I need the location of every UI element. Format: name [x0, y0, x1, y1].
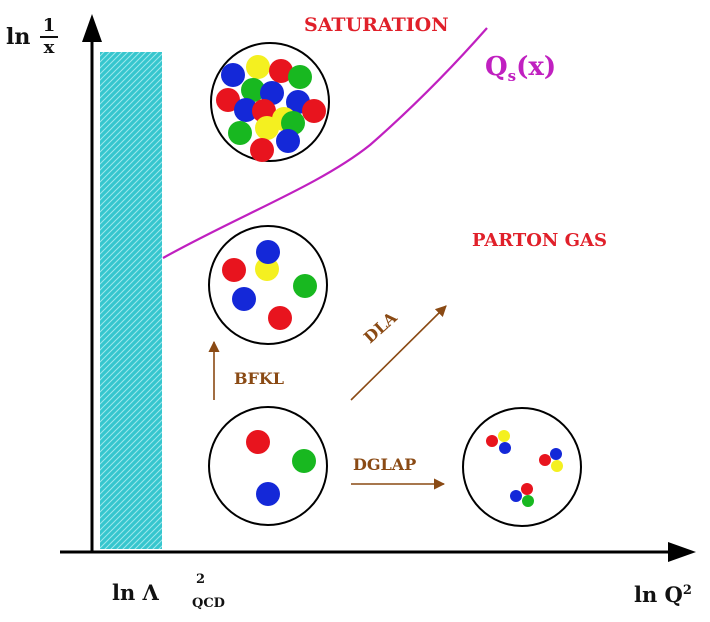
parton: [255, 257, 279, 281]
lambda-qcd-band: [100, 52, 162, 549]
parton: [510, 490, 522, 502]
x-tick-lambda-qcd: ln Λ: [112, 580, 159, 605]
parton-gas-label: PARTON GAS: [472, 230, 607, 251]
parton: [550, 448, 562, 460]
parton: [551, 460, 563, 472]
parton-cluster-dense: [216, 55, 326, 162]
y-axis-fraction-bar: [40, 36, 58, 38]
proton-boundary: [208, 406, 328, 526]
proton-boundary: [462, 407, 582, 527]
saturation-scale-label: Qs(x): [485, 52, 556, 85]
saturation-curve: [162, 27, 488, 259]
y-axis-fraction-numerator: 1: [42, 15, 56, 36]
y-axis-label: ln: [6, 24, 30, 50]
parton: [292, 449, 316, 473]
parton: [255, 116, 279, 140]
parton: [499, 442, 511, 454]
dla-arrow: [350, 305, 447, 401]
parton: [268, 306, 292, 330]
x-tick-prefix: ln Λ: [112, 580, 159, 605]
parton: [250, 138, 274, 162]
proton-dglap: [462, 407, 582, 527]
y-axis-fraction-denominator: x: [43, 37, 55, 58]
parton: [521, 483, 533, 495]
parton: [498, 430, 510, 442]
parton: [256, 482, 280, 506]
parton: [293, 274, 317, 298]
parton: [228, 121, 252, 145]
parton: [281, 111, 305, 135]
x-tick-sup: 2: [196, 572, 206, 587]
qs-sub: s: [507, 67, 517, 86]
x-axis-label-main: ln Q: [634, 582, 683, 607]
parton: [241, 78, 265, 102]
proton-bfkl: [208, 225, 328, 345]
x-tick-sub: QCD: [192, 596, 225, 611]
parton: [246, 55, 270, 79]
proton-boundary: [208, 225, 328, 345]
qs-main: Q: [485, 52, 508, 82]
parton: [256, 240, 280, 264]
parton: [486, 435, 498, 447]
parton: [221, 63, 245, 87]
parton: [234, 98, 258, 122]
qs-arg: (x): [516, 52, 557, 82]
parton: [288, 65, 312, 89]
x-axis-arrowhead: [668, 542, 696, 562]
bfkl-label: BFKL: [234, 369, 285, 388]
y-axis-label-fraction: 1 x: [40, 16, 58, 58]
parton: [216, 88, 240, 112]
dglap-label: DGLAP: [353, 455, 417, 474]
parton: [276, 129, 300, 153]
parton: [246, 430, 270, 454]
saturation-label: SATURATION: [304, 14, 449, 36]
parton: [269, 59, 293, 83]
parton: [222, 258, 246, 282]
proton-initial: [208, 406, 328, 526]
x-axis-label-sup: 2: [682, 583, 692, 598]
proton-saturated: [210, 42, 330, 162]
y-axis-label-prefix: ln: [6, 24, 31, 50]
y-axis-arrowhead: [82, 14, 102, 42]
parton: [260, 81, 284, 105]
x-axis-label: ln Q2: [634, 582, 692, 607]
parton: [302, 99, 326, 123]
parton: [522, 495, 534, 507]
parton: [539, 454, 551, 466]
parton: [232, 287, 256, 311]
